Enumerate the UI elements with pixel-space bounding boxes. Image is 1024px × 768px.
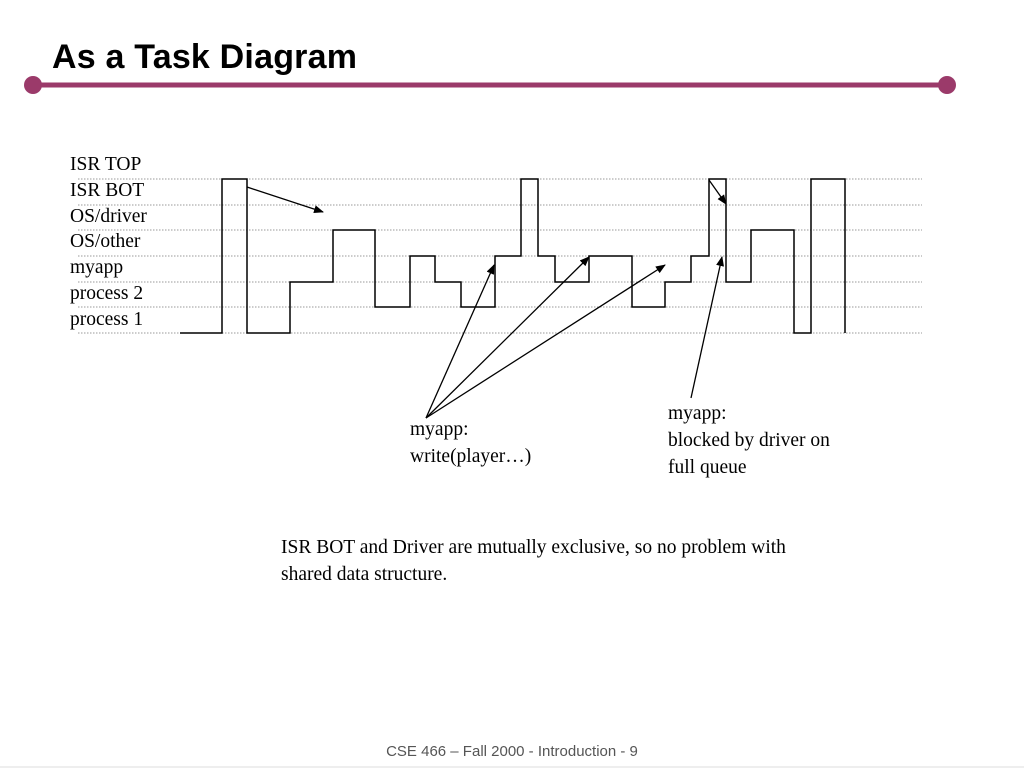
lane-label: OS/other: [70, 231, 141, 253]
exclusion-note: ISR BOT and Driver are mutually exclusiv…: [281, 534, 786, 588]
blocked-caption: myapp: blocked by driver on full queue: [668, 400, 830, 481]
blocked-caption-line: blocked by driver on: [668, 430, 830, 451]
slide-title: As a Task Diagram: [52, 38, 358, 76]
title-rule-right-dot: [938, 76, 956, 94]
write-caption-line: myapp:: [410, 419, 469, 440]
task-execution-trace: [180, 178, 846, 334]
write-arrow-3: [425, 264, 666, 419]
title-underline: [24, 76, 956, 94]
note-line: shared data structure.: [281, 564, 448, 585]
lane-label: ISR BOT: [70, 179, 145, 201]
bottom-band: [0, 766, 1024, 768]
write-arrow-1: [425, 264, 495, 419]
blocked-caption-line: myapp:: [668, 403, 727, 424]
slide-footer: CSE 466 – Fall 2000 - Introduction - 9: [386, 743, 638, 760]
lane-labels: ISR TOP ISR BOT OS/driver OS/other myapp…: [70, 152, 147, 333]
lane-label: ISR TOP: [70, 154, 142, 175]
write-caption-line: write(player…): [410, 446, 532, 467]
blocked-caption-line: full queue: [668, 457, 747, 478]
write-caption: myapp: write(player…): [410, 416, 531, 470]
lane-label: myapp: [70, 257, 124, 279]
blocked-arrow: [690, 256, 724, 399]
lane-label: OS/driver: [70, 205, 147, 227]
note-line: ISR BOT and Driver are mutually exclusiv…: [281, 537, 786, 558]
task-timeline-diagram: [78, 178, 922, 419]
title-rule-left-dot: [24, 76, 42, 94]
annotation-arrows: [246, 179, 727, 419]
lane-label: process 2: [70, 282, 144, 304]
write-arrow-2: [425, 256, 590, 419]
isr-top-to-driver-arrow: [708, 179, 727, 205]
lane-label: process 1: [70, 308, 144, 330]
isr-to-driver-arrow: [246, 186, 324, 213]
